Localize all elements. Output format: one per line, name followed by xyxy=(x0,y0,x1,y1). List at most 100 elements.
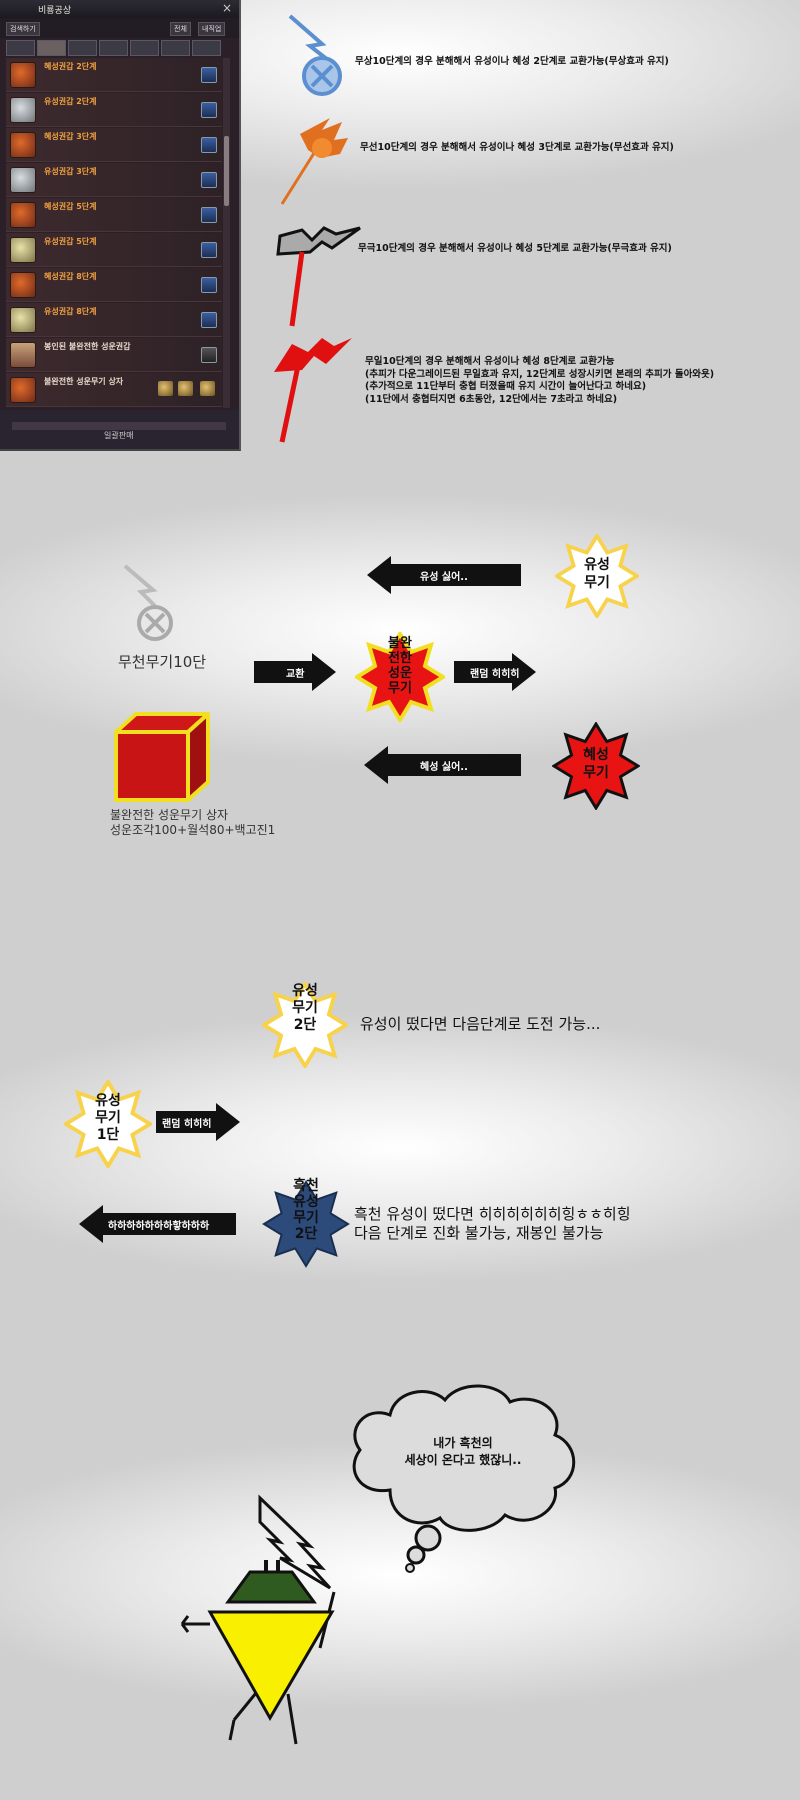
silver-gauntlet-icon xyxy=(10,97,36,123)
scrollbar-thumb[interactable] xyxy=(224,136,229,206)
panel-footer: 일괄판매 xyxy=(0,410,239,449)
exchange-arrow-label: 교환 xyxy=(286,669,305,680)
gold-gauntlet-icon xyxy=(10,307,36,333)
gold-gauntlet-icon xyxy=(10,237,36,263)
filter-job-button[interactable]: 내직업 xyxy=(198,22,226,36)
item-label: 유성권갑 2단계 xyxy=(44,97,97,106)
item-label: 유성권갑 3단계 xyxy=(44,167,97,176)
arrow-right xyxy=(156,1103,240,1141)
buy-button[interactable] xyxy=(201,277,217,293)
list-item[interactable]: 혜성권갑 2단계 xyxy=(6,58,222,92)
silver-gauntlet-icon xyxy=(10,167,36,193)
material-icon xyxy=(158,381,173,396)
buy-button[interactable] xyxy=(201,207,217,223)
tab-category-5[interactable] xyxy=(130,40,159,56)
list-item[interactable]: 유성권갑 5단계 xyxy=(6,233,222,267)
list-item[interactable]: 혜성권갑 5단계 xyxy=(6,198,222,232)
material-icon xyxy=(200,381,215,396)
search-button[interactable]: 검색하기 xyxy=(6,22,40,36)
weapon-box-cube xyxy=(114,712,210,802)
random-arrow-label-2: 랜덤 히히히 xyxy=(162,1119,212,1130)
buy-button[interactable] xyxy=(201,67,217,83)
tab-category-3[interactable] xyxy=(68,40,97,56)
meteor-arrow-label: 유성 싫어.. xyxy=(420,572,468,583)
top-star-text: 유성이 떴다면 다음단계로 도전 가능... xyxy=(360,1015,601,1033)
footer-bar xyxy=(12,422,226,430)
dark-star-label: 흑천 유성 무기 2단 xyxy=(293,1178,319,1242)
source-weapon-label: 무천무기10단 xyxy=(118,653,207,671)
material-icon xyxy=(178,381,193,396)
buy-button[interactable] xyxy=(201,242,217,258)
thought-bubble xyxy=(352,1384,576,1573)
list-item[interactable]: 불완전한 성운무기 상자 xyxy=(6,373,222,407)
panel-titlebar: 비룡공상 × xyxy=(0,0,239,18)
tab-category-4[interactable] xyxy=(99,40,128,56)
list-item[interactable]: 봉인된 불완전한 성운권갑 xyxy=(6,338,222,372)
sealed-gauntlet-icon xyxy=(10,342,36,368)
left-star-label: 유성 무기 1단 xyxy=(95,1093,121,1143)
item-list: 혜성권갑 2단계 유성권갑 2단계 혜성권갑 3단계 유성권갑 3단계 혜성권갑… xyxy=(6,58,224,408)
tab-category-2[interactable] xyxy=(37,40,66,56)
thought-text: 내가 흑천의 세상이 온다고 했잖니.. xyxy=(404,1436,522,1467)
comet-star-label: 혜성 무기 xyxy=(583,747,609,781)
list-item[interactable]: 유성권갑 3단계 xyxy=(6,163,222,197)
rule-4: 무일10단계의 경우 분해해서 유성이나 혜성 8단계로 교환가능 (추피가 다… xyxy=(365,356,715,405)
filter-all-button[interactable]: 전체 xyxy=(170,22,191,36)
fire-gauntlet-icon xyxy=(10,132,36,158)
tab-category-1[interactable] xyxy=(6,40,35,56)
star-burst-navy xyxy=(262,1180,350,1268)
list-item[interactable]: 유성권갑 2단계 xyxy=(6,93,222,127)
fire-gauntlet-icon xyxy=(10,272,36,298)
item-label: 혜성권갑 3단계 xyxy=(44,132,97,141)
random-arrow-label: 랜덤 히히히 xyxy=(470,669,520,680)
item-label: 유성권갑 8단계 xyxy=(44,307,97,316)
laugh-arrow-label: 하하하하하하하핳하하하 xyxy=(108,1221,210,1232)
fire-gauntlet-icon xyxy=(10,62,36,88)
list-item[interactable]: 유성권갑 8단계 xyxy=(6,303,222,337)
star-burst-red xyxy=(355,632,445,722)
star-burst-yellow xyxy=(555,534,639,618)
star-burst-red xyxy=(552,722,640,810)
center-star-label: 불완 전한 성운 무기 xyxy=(388,636,412,696)
arrow-left xyxy=(364,746,521,784)
buy-button[interactable] xyxy=(201,137,217,153)
gray-lightning-icon xyxy=(123,564,173,641)
blue-lightning-icon xyxy=(288,14,342,96)
item-label: 불완전한 성운무기 상자 xyxy=(44,377,124,386)
red-lightning-icon xyxy=(274,338,352,443)
arrow-left xyxy=(79,1205,236,1243)
inventory-panel: 비룡공상 × 검색하기 전체 내직업 혜성권갑 2단계 유성권갑 2단계 혜성권… xyxy=(0,0,241,451)
rule-3: 무극10단계의 경우 분해해서 유성이나 혜성 5단계로 교환가능(무극효과 유… xyxy=(358,243,672,254)
star-burst-yellow xyxy=(262,982,348,1068)
dark-star-text: 흑천 유성이 떴다면 히히히히히히힝ㅎㅎ히힝 다음 단계로 진화 불가능, 재봉… xyxy=(354,1205,631,1242)
buy-button[interactable] xyxy=(201,312,217,328)
item-label: 유성권갑 5단계 xyxy=(44,237,97,246)
rule-1: 무상10단계의 경우 분해해서 유성이나 혜성 2단계로 교환가능(무상효과 유… xyxy=(355,56,669,67)
weapon-character-figure xyxy=(180,1494,336,1745)
buy-button[interactable] xyxy=(201,172,217,188)
item-label: 혜성권갑 5단계 xyxy=(44,202,97,211)
category-tabs xyxy=(6,40,228,56)
orange-lightning-icon xyxy=(280,118,348,205)
arrow-left xyxy=(367,556,521,594)
panel-title: 비룡공상 xyxy=(38,6,72,16)
sell-all-button[interactable]: 일괄판매 xyxy=(104,431,134,440)
item-label: 혜성권갑 8단계 xyxy=(44,272,97,281)
black-lightning-icon xyxy=(276,226,361,327)
list-item[interactable]: 혜성권갑 3단계 xyxy=(6,128,222,162)
tab-category-7[interactable] xyxy=(192,40,221,56)
arrow-right xyxy=(254,653,336,691)
fire-gauntlet-icon xyxy=(10,202,36,228)
top-star-label: 유성 무기 2단 xyxy=(292,983,318,1033)
scrollbar[interactable] xyxy=(223,58,230,408)
buy-button[interactable] xyxy=(201,102,217,118)
buy-button[interactable] xyxy=(201,347,217,363)
comet-arrow-label: 혜성 싫어.. xyxy=(420,762,468,773)
rule-2: 무선10단계의 경우 분해해서 유성이나 혜성 3단계로 교환가능(무선효과 유… xyxy=(360,142,674,153)
item-label: 혜성권갑 2단계 xyxy=(44,62,97,71)
weapon-box-icon xyxy=(10,377,36,403)
meteor-star-label: 유성 무기 xyxy=(584,557,610,591)
tab-category-6[interactable] xyxy=(161,40,190,56)
close-icon[interactable]: × xyxy=(222,1,233,15)
list-item[interactable]: 혜성권갑 8단계 xyxy=(6,268,222,302)
